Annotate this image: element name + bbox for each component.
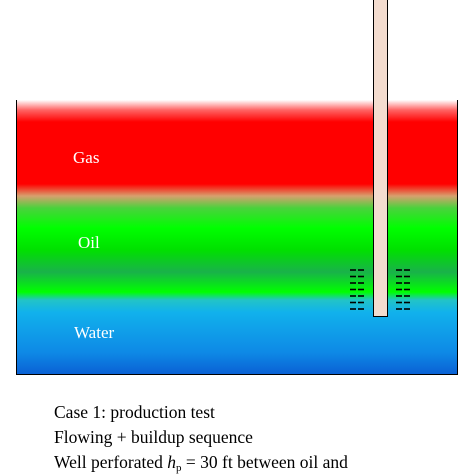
oil-zone-label: Oil — [78, 233, 100, 252]
perforations — [350, 269, 410, 310]
perforated-height-h: h — [167, 452, 177, 472]
water-zone-label: Water — [74, 323, 115, 342]
caption-line-3: Well perforated hp = 30 ft between oil a… — [54, 450, 474, 474]
caption-line-2: Flowing + buildup sequence — [54, 427, 253, 447]
caption-line-3-suffix: = 30 ft between oil and — [181, 452, 348, 472]
reservoir: Gas Oil Water — [16, 100, 458, 375]
caption-line-1: Case 1: production test — [54, 402, 215, 422]
caption-line-3-prefix: Well perforated — [54, 452, 168, 472]
perforated-height-subscript: p — [176, 462, 182, 474]
perforated-height-symbol: hp — [167, 452, 182, 474]
gas-zone-label: Gas — [73, 148, 100, 167]
wellbore — [373, 0, 388, 317]
caption: Case 1: production test Flowing + buildu… — [54, 400, 474, 474]
